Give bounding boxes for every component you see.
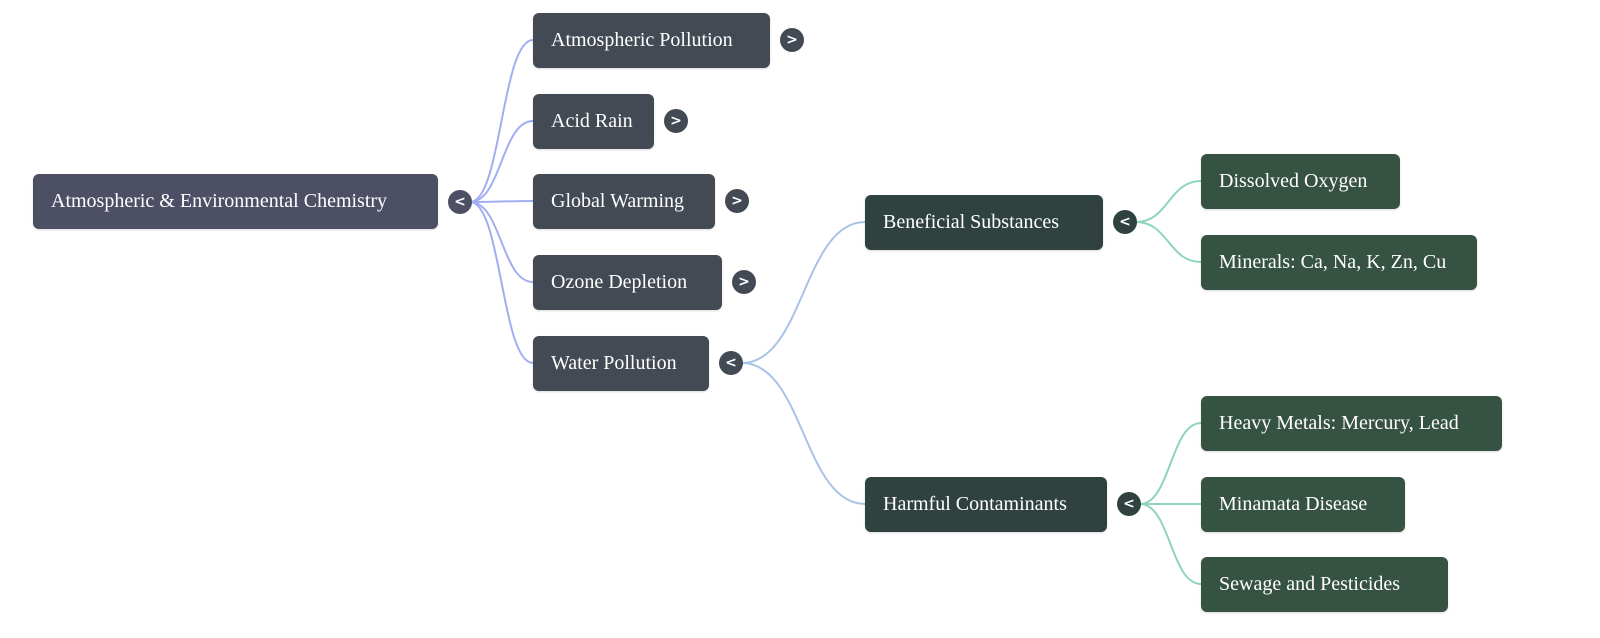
leaf-sewage-pesticides[interactable]: Sewage and Pesticides — [1201, 557, 1448, 612]
topic-ozone-depletion[interactable]: Ozone Depletion — [533, 255, 722, 310]
collapse-toggle-icon[interactable]: < — [1117, 492, 1141, 516]
root-node[interactable]: Atmospheric & Environmental Chemistry — [33, 174, 438, 229]
topic-label: Acid Rain — [551, 110, 633, 132]
leaf-heavy-metals[interactable]: Heavy Metals: Mercury, Lead — [1201, 396, 1502, 451]
collapse-toggle-icon[interactable]: < — [719, 351, 743, 375]
edge-water-harmful — [741, 362, 866, 505]
edge-harmful-leaf-0 — [1139, 422, 1202, 505]
leaf-minerals[interactable]: Minerals: Ca, Na, K, Zn, Cu — [1201, 235, 1477, 290]
topic-water-pollution[interactable]: Water Pollution — [533, 336, 709, 391]
topic-label: Ozone Depletion — [551, 271, 688, 293]
topic-label: Global Warming — [551, 190, 684, 212]
edge-water-beneficial — [741, 221, 866, 364]
expand-toggle-icon[interactable]: > — [664, 109, 688, 133]
subtopic-label: Harmful Contaminants — [883, 493, 1067, 515]
edge-beneficial-leaf-0 — [1135, 180, 1202, 223]
topic-acid-rain[interactable]: Acid Rain — [533, 94, 654, 149]
leaf-minamata-disease[interactable]: Minamata Disease — [1201, 477, 1405, 532]
subtopic-harmful-contaminants[interactable]: Harmful Contaminants — [865, 477, 1107, 532]
edge-harmful-leaf-2 — [1139, 503, 1202, 585]
collapse-toggle-icon[interactable]: < — [448, 190, 472, 214]
expand-toggle-icon[interactable]: > — [725, 189, 749, 213]
subtopic-beneficial-substances[interactable]: Beneficial Substances — [865, 195, 1103, 250]
expand-toggle-icon[interactable]: > — [780, 28, 804, 52]
collapse-toggle-icon[interactable]: < — [1113, 210, 1137, 234]
topic-atmospheric-pollution[interactable]: Atmospheric Pollution — [533, 13, 770, 68]
leaf-dissolved-oxygen[interactable]: Dissolved Oxygen — [1201, 154, 1400, 209]
edge-root-topic-4 — [469, 201, 534, 364]
expand-toggle-icon[interactable]: > — [732, 270, 756, 294]
topic-global-warming[interactable]: Global Warming — [533, 174, 715, 229]
topic-label: Atmospheric Pollution — [551, 29, 733, 51]
topic-label: Water Pollution — [551, 352, 677, 374]
edge-root-topic-2 — [469, 200, 534, 203]
leaf-label: Dissolved Oxygen — [1219, 170, 1368, 192]
edge-root-topic-1 — [469, 120, 534, 203]
root-label: Atmospheric & Environmental Chemistry — [51, 190, 388, 212]
leaf-label: Minamata Disease — [1219, 493, 1368, 515]
edge-root-topic-3 — [469, 201, 534, 283]
leaf-label: Heavy Metals: Mercury, Lead — [1219, 412, 1459, 434]
leaf-label: Minerals: Ca, Na, K, Zn, Cu — [1219, 251, 1447, 273]
edge-beneficial-leaf-1 — [1135, 221, 1202, 263]
edge-root-topic-0 — [469, 39, 534, 203]
leaf-label: Sewage and Pesticides — [1219, 573, 1401, 595]
subtopic-label: Beneficial Substances — [883, 211, 1060, 233]
